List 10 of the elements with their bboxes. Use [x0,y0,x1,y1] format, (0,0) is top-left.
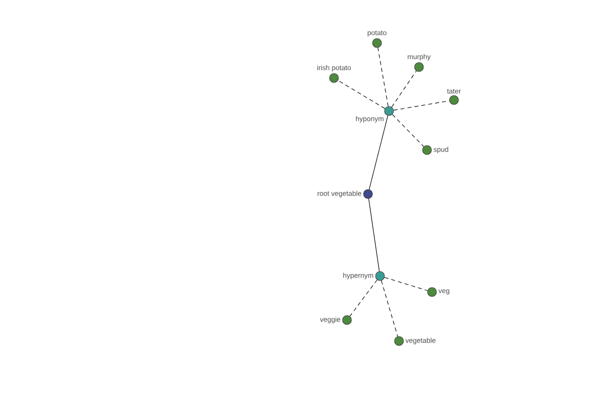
line [368,115,388,190]
dashed-line [350,280,378,316]
line [368,198,380,272]
dashed-line [391,70,417,108]
dashed-line [384,277,428,291]
dashed-line [378,47,388,107]
dashed-line [381,280,398,337]
dashed-line [392,114,424,147]
dashed-line [338,80,386,109]
dashed-line [393,100,450,110]
